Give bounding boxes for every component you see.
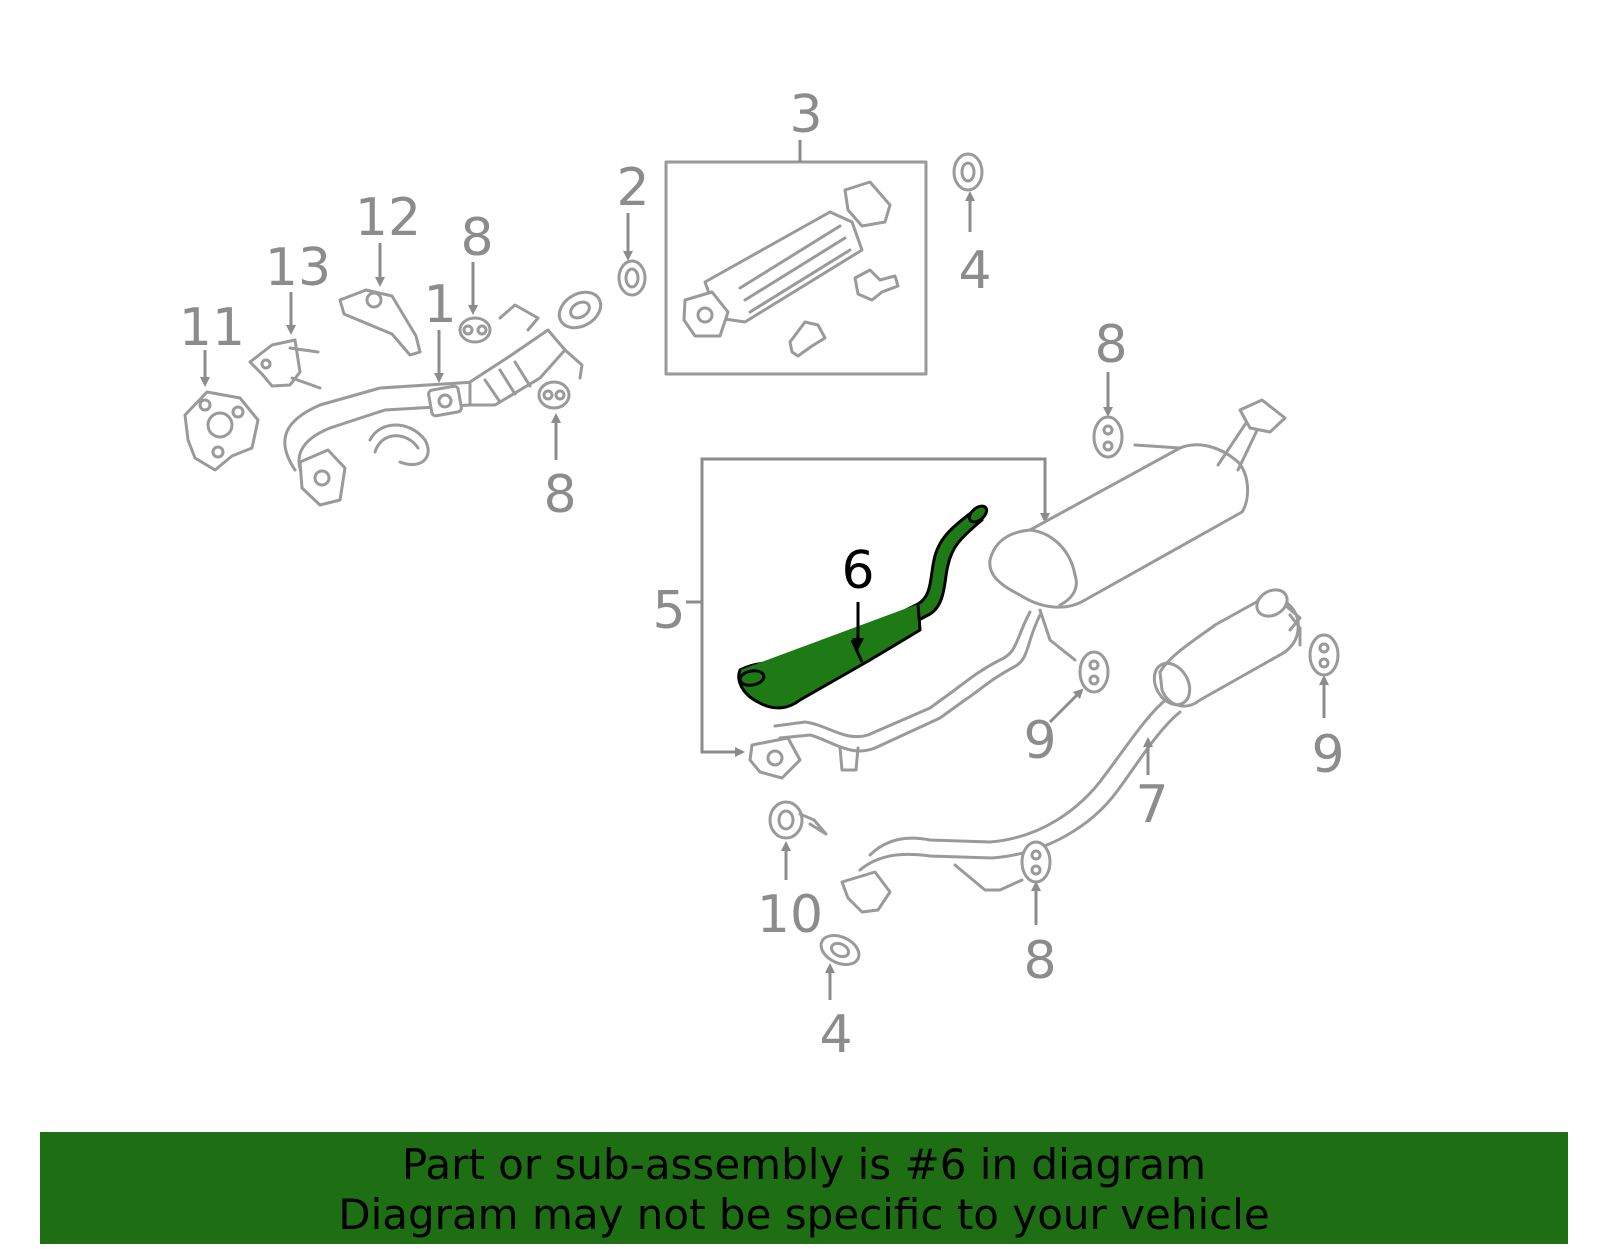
banner-line-disclaimer: Diagram may not be specific to your vehi… (338, 1190, 1270, 1239)
callout-7: 7 (1135, 775, 1168, 835)
callout-1: 1 (423, 275, 456, 335)
callout-8-upper-left: 8 (460, 208, 493, 268)
callout-10: 10 (757, 885, 823, 945)
callout-5: 5 (652, 581, 685, 641)
callout-11: 11 (179, 298, 245, 358)
callout-8-left-lower: 8 (543, 465, 576, 525)
part-10-hanger[interactable] (768, 800, 828, 840)
callout-12: 12 (355, 188, 421, 248)
part-12-strap[interactable] (338, 288, 422, 357)
banner-line-part: Part or sub-assembly is #6 in diagram (401, 1140, 1207, 1189)
part-8-insulator-d[interactable] (1020, 840, 1052, 884)
part-8-insulator-b[interactable] (537, 380, 571, 410)
callout-3: 3 (789, 85, 822, 145)
part-3-catalytic-converter[interactable] (664, 160, 928, 376)
part-1-front-pipe[interactable] (283, 285, 607, 507)
callout-13: 13 (265, 238, 331, 298)
part-5-rear-pipe[interactable] (748, 610, 1042, 780)
part-5-assembly-bracket (686, 457, 1050, 757)
callout-4-upper: 4 (958, 241, 991, 301)
part-4-gasket-lower[interactable] (816, 930, 863, 970)
callout-8-upper-right: 8 (1094, 315, 1127, 375)
part-11-bracket[interactable] (183, 390, 260, 472)
callout-8-lower: 8 (1023, 931, 1056, 991)
callout-2: 2 (616, 158, 649, 218)
callout-4-lower: 4 (819, 1005, 852, 1065)
part-5-muffler[interactable] (988, 398, 1287, 662)
callout-6: 6 (841, 541, 874, 601)
part-8-insulator-c[interactable] (1092, 415, 1124, 459)
part-7-tail-pipe[interactable] (840, 585, 1302, 914)
part-4-gasket-upper[interactable] (952, 152, 984, 192)
part-2-gasket[interactable] (617, 259, 647, 297)
part-8-insulator-a[interactable] (458, 316, 492, 344)
part-6-intermediate-pipe-highlighted[interactable] (737, 503, 990, 710)
part-9-insulator-b[interactable] (1308, 633, 1340, 677)
callout-9-right: 9 (1311, 725, 1344, 785)
part-9-insulator-a[interactable] (1078, 650, 1110, 694)
info-banner: Part or sub-assembly is #6 in diagram Di… (40, 1132, 1568, 1244)
part-13-hanger-bracket[interactable] (248, 338, 322, 390)
